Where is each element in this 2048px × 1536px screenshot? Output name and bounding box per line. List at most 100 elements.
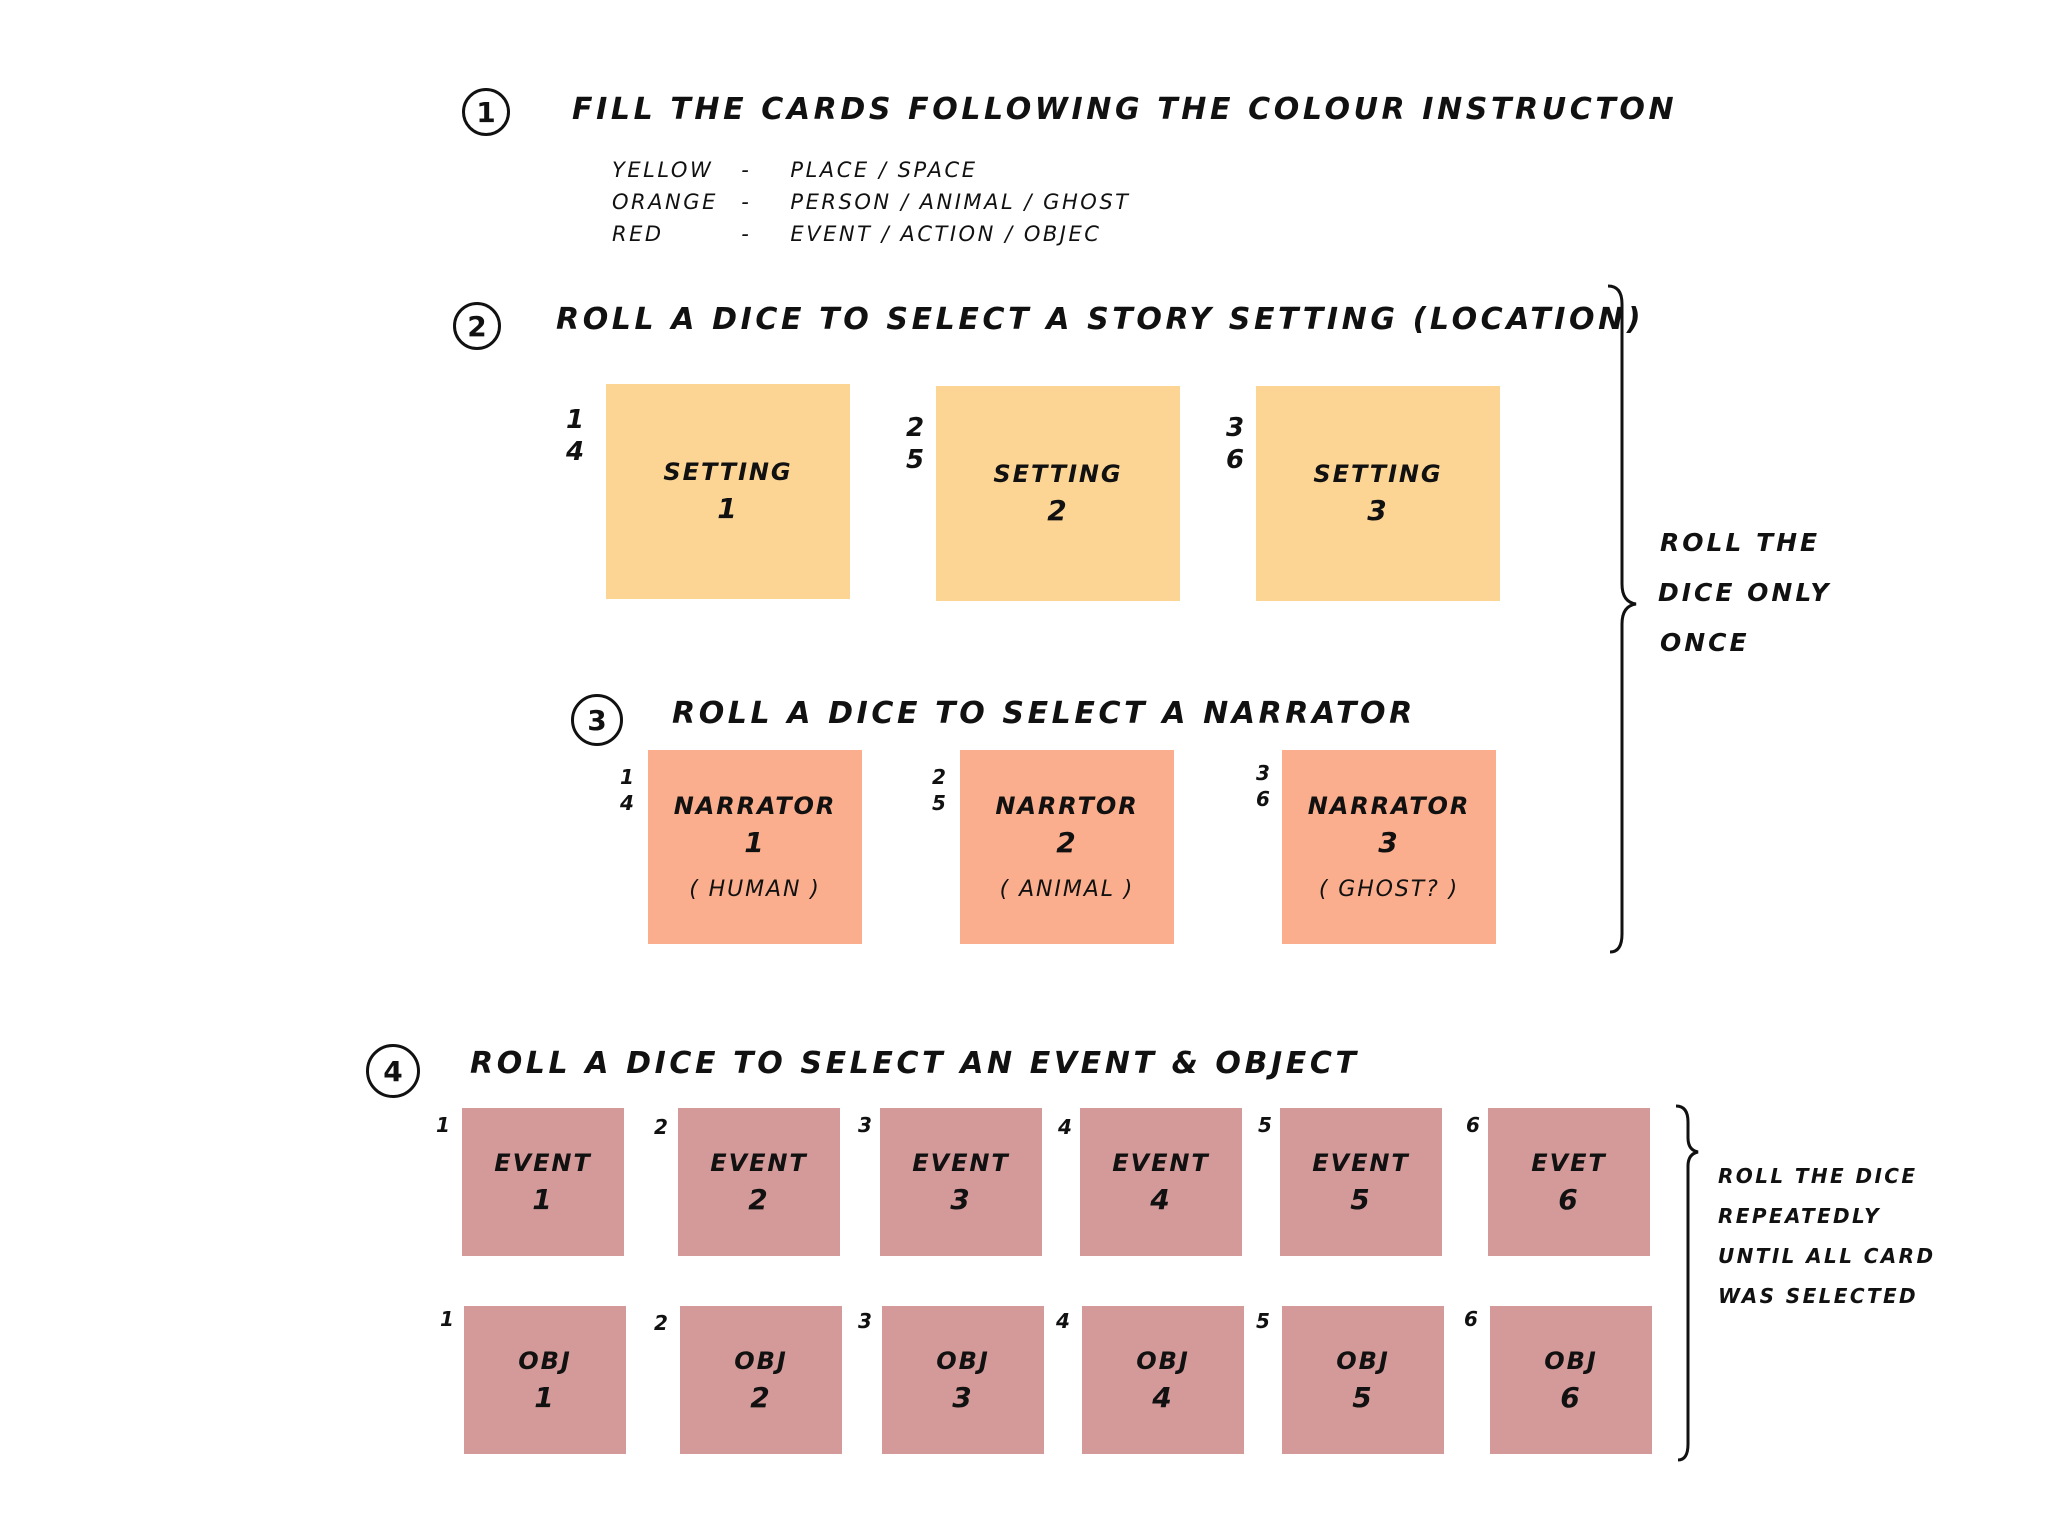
card-number: 6: [1560, 1380, 1582, 1414]
narrator-1-dice: 1 4: [620, 764, 634, 816]
dice-value: 3: [1256, 761, 1270, 785]
event-card-6: Evet 6: [1488, 1108, 1650, 1256]
legend-dash: -: [741, 222, 752, 246]
step-1-title: Fill the cards following the colour inst…: [572, 92, 1678, 127]
legend-meaning-yellow: Place / space: [790, 158, 978, 182]
card-number: 3: [952, 1380, 974, 1414]
step-4-circle: 4: [366, 1044, 420, 1098]
card-name: Setting: [1313, 460, 1443, 488]
card-number: 3: [1367, 494, 1389, 527]
card-name: Obj: [1336, 1346, 1390, 1375]
step-4-number: 4: [383, 1054, 403, 1088]
card-number: 1: [534, 1380, 556, 1414]
setting-1-dice: 1 4: [566, 404, 584, 468]
object-6-dice: 6: [1464, 1307, 1478, 1331]
legend-row-yellow: Yellow - Place / space: [612, 158, 978, 182]
step-2-circle: 2: [453, 302, 501, 350]
object-1-dice: 1: [440, 1307, 454, 1331]
card-number: 4: [1150, 1182, 1172, 1216]
card-subtitle: ( Animal ): [999, 877, 1135, 902]
object-4-dice: 4: [1056, 1309, 1070, 1333]
card-name: Obj: [1136, 1346, 1190, 1375]
setting-card-2: Setting 2: [936, 386, 1180, 601]
card-name: Event: [1112, 1148, 1210, 1177]
narrator-card-1: Narrator 1 ( Human ): [648, 750, 862, 944]
note-roll-once-line-3: once: [1660, 628, 1750, 657]
dice-value: 3: [1226, 413, 1245, 443]
step-4-title: Roll a dice to select an event & object: [470, 1046, 1360, 1081]
bracket-stroke: [1607, 284, 1637, 954]
dice-value: 2: [906, 413, 925, 443]
legend-row-orange: Orange - Person / animal / ghost: [612, 190, 1131, 214]
legend-dash: -: [741, 190, 752, 214]
setting-card-3: Setting 3: [1256, 386, 1500, 601]
card-number: 2: [750, 1380, 772, 1414]
setting-card-1: Setting 1: [606, 384, 850, 599]
bracket-stroke: [1675, 1104, 1699, 1462]
event-card-2: Event 2: [678, 1108, 840, 1256]
event-card-3: Event 3: [880, 1108, 1042, 1256]
card-name: Obj: [518, 1346, 572, 1375]
object-card-1: Obj 1: [464, 1306, 626, 1454]
card-name: Obj: [734, 1346, 788, 1375]
dice-value: 6: [1226, 445, 1245, 475]
card-number: 2: [1047, 494, 1069, 527]
card-name: Setting: [663, 458, 793, 486]
narrator-2-dice: 2 5: [932, 764, 946, 816]
card-name: Narrator: [1307, 792, 1471, 820]
dice-value: 4: [620, 791, 634, 815]
card-name: Obj: [1544, 1346, 1598, 1375]
object-card-4: Obj 4: [1082, 1306, 1244, 1454]
event-2-dice: 2: [654, 1115, 668, 1139]
bracket-steps-2-3: [1607, 284, 1637, 954]
step-3-circle: 3: [571, 694, 623, 746]
object-2-dice: 2: [654, 1311, 668, 1335]
object-3-dice: 3: [858, 1309, 872, 1333]
object-card-2: Obj 2: [680, 1306, 842, 1454]
note-roll-repeat-line-3: until all card: [1718, 1244, 1936, 1268]
note-roll-once-line-2: dice only: [1658, 578, 1832, 607]
bracket-step-4: [1675, 1104, 1699, 1462]
card-number: 2: [748, 1182, 770, 1216]
card-name: Narrator: [673, 792, 837, 820]
card-name: Event: [710, 1148, 808, 1177]
card-number: 1: [532, 1182, 554, 1216]
card-name: Setting: [993, 460, 1123, 488]
legend-meaning-orange: Person / animal / ghost: [790, 190, 1131, 214]
card-number: 2: [1056, 826, 1078, 859]
object-card-6: Obj 6: [1490, 1306, 1652, 1454]
card-name: Evet: [1531, 1148, 1607, 1177]
setting-3-dice: 3 6: [1226, 412, 1244, 476]
object-5-dice: 5: [1256, 1309, 1270, 1333]
dice-value: 1: [566, 405, 585, 435]
event-card-5: Event 5: [1280, 1108, 1442, 1256]
setting-2-dice: 2 5: [906, 412, 924, 476]
card-number: 3: [1378, 826, 1400, 859]
narrator-3-dice: 3 6: [1256, 760, 1270, 812]
card-number: 5: [1352, 1380, 1374, 1414]
note-roll-once-line-1: Roll the: [1660, 528, 1821, 557]
dice-value: 4: [566, 437, 585, 467]
card-number: 4: [1152, 1380, 1174, 1414]
event-card-4: Event 4: [1080, 1108, 1242, 1256]
step-1-number: 1: [476, 95, 496, 129]
event-3-dice: 3: [858, 1113, 872, 1137]
step-2-title: Roll a dice to select a story setting (l…: [556, 302, 1645, 337]
card-number: 5: [1350, 1182, 1372, 1216]
card-name: Obj: [936, 1346, 990, 1375]
card-subtitle: ( Human ): [689, 877, 821, 902]
legend-meaning-red: Event / action / objec: [790, 222, 1102, 246]
dice-value: 2: [932, 765, 946, 789]
card-name: Event: [912, 1148, 1010, 1177]
legend-dash: -: [741, 158, 752, 182]
legend-row-red: Red - Event / action / objec: [612, 222, 1102, 246]
dice-value: 1: [620, 765, 634, 789]
narrator-card-2: Narrtor 2 ( Animal ): [960, 750, 1174, 944]
step-3-title: Roll a dice to select a narrator: [672, 696, 1416, 731]
event-4-dice: 4: [1058, 1115, 1072, 1139]
card-name: Event: [1312, 1148, 1410, 1177]
event-1-dice: 1: [436, 1113, 450, 1137]
step-3-number: 3: [587, 703, 607, 737]
note-roll-repeat-line-1: Roll the dice: [1718, 1164, 1918, 1188]
note-roll-repeat-line-2: repeatedly: [1718, 1204, 1881, 1228]
